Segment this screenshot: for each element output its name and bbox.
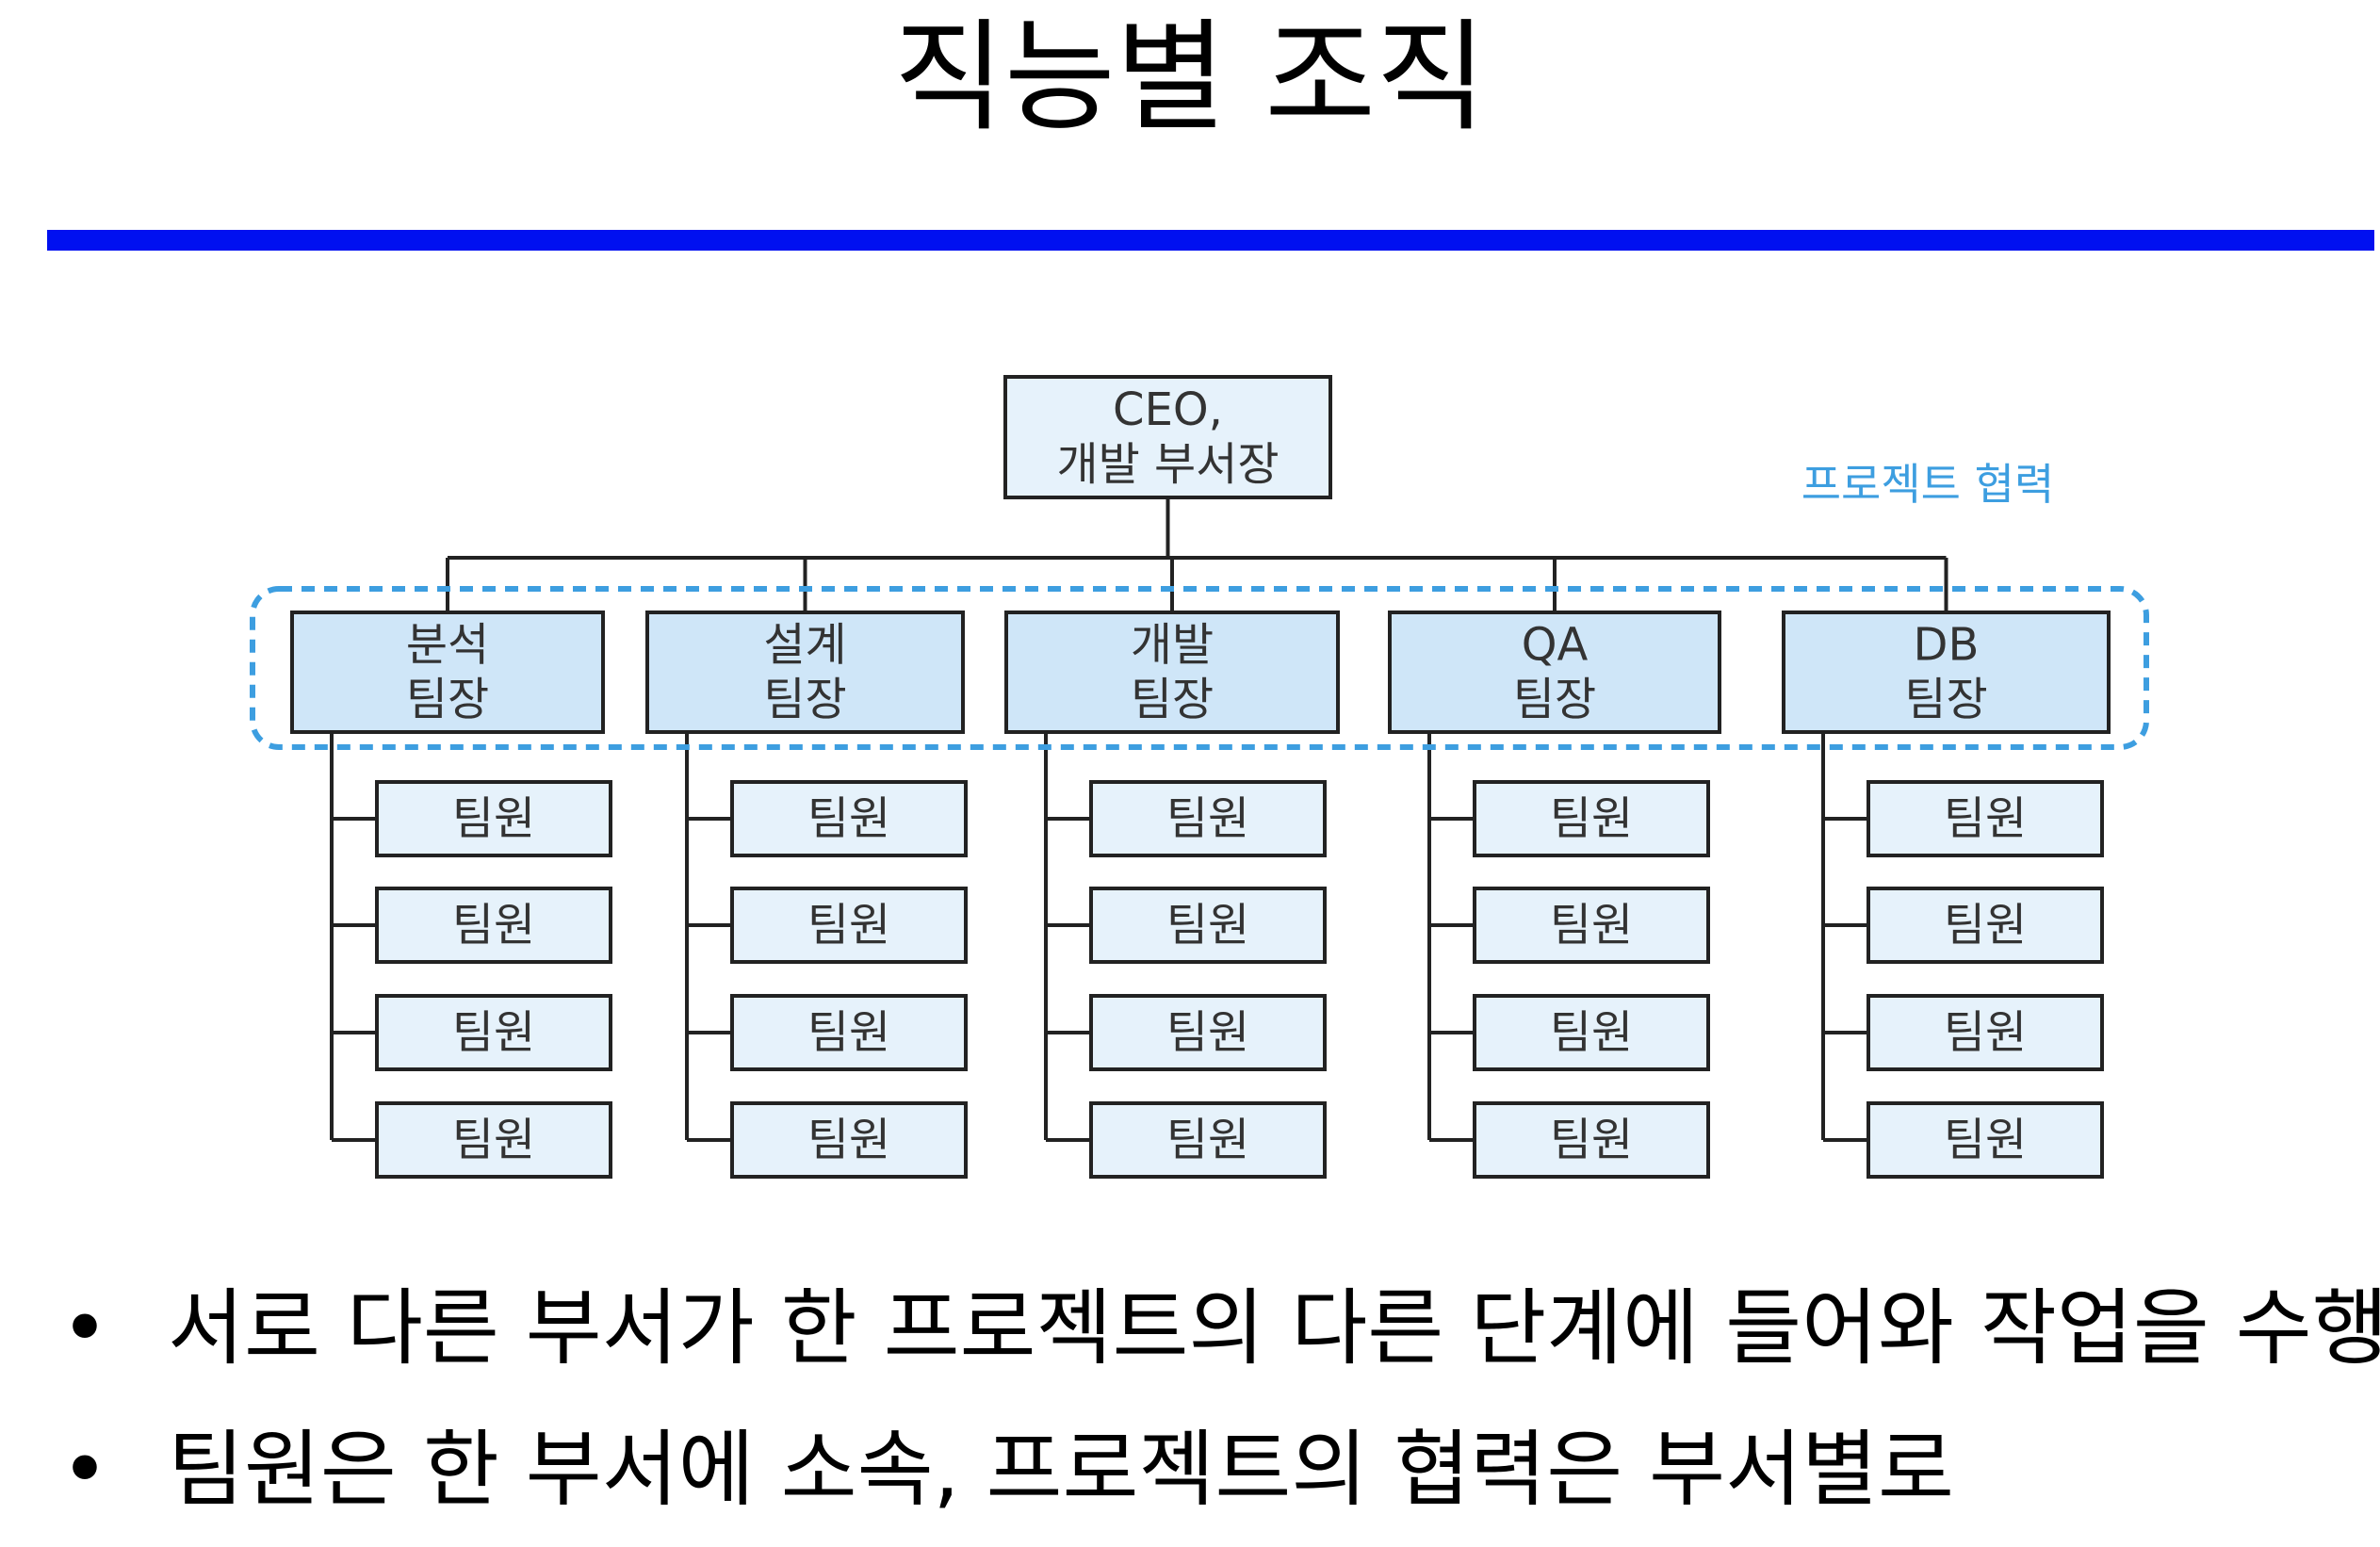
member-box-label: 팀원	[1550, 792, 1633, 845]
org-boxes: CEO,개발 부서장팀원팀원팀원팀원팀원팀원팀원팀원팀원팀원팀원팀원팀원팀원팀원…	[290, 375, 2111, 1179]
bullet-text: 서로 다른 부서가 한 프로젝트의 다른 단계에 들어와 작업을 수행	[168, 1279, 2380, 1376]
team-leader-box-shape	[1388, 611, 1721, 734]
member-box: 팀원	[1089, 994, 1327, 1071]
member-box-label: 팀원	[452, 899, 535, 952]
member-box: 팀원	[1867, 780, 2104, 857]
ceo-box-label: CEO,	[1113, 383, 1223, 436]
member-box-label: 팀원	[807, 1114, 890, 1166]
team-leader-box-label: 설계	[763, 619, 846, 672]
team-leader-box-shape	[645, 611, 965, 734]
member-box-shape	[1089, 994, 1327, 1071]
member-box-label: 팀원	[807, 1006, 890, 1059]
member-box-shape	[1473, 780, 1710, 857]
member-box-shape	[375, 780, 612, 857]
team-leader-box-label: 개발	[1131, 619, 1214, 672]
team-leader-box-label: QA	[1522, 619, 1589, 672]
member-box: 팀원	[730, 780, 968, 857]
project-collaboration-label: 프로젝트 협력	[1801, 459, 2055, 510]
title-divider	[47, 230, 2374, 251]
member-box-label: 팀원	[1944, 792, 2027, 845]
member-box: 팀원	[1089, 780, 1327, 857]
member-box-shape	[1867, 780, 2104, 857]
member-box-label: 팀원	[1550, 1006, 1633, 1059]
member-box: 팀원	[1473, 887, 1710, 964]
member-box-label: 팀원	[1944, 1006, 2027, 1059]
member-box-shape	[1089, 887, 1327, 964]
member-box-label: 팀원	[1166, 1006, 1249, 1059]
team-leader-box-label: 팀장	[1904, 674, 1987, 726]
member-box-label: 팀원	[1166, 899, 1249, 952]
bullet-item: • 팀원은 한 부서에 소속, 프로젝트의 협력은 부서별로	[57, 1399, 2380, 1540]
member-box-label: 팀원	[452, 1006, 535, 1059]
member-box: 팀원	[730, 994, 968, 1071]
bullet-dot: •	[60, 1421, 109, 1518]
bullet-dot: •	[60, 1279, 109, 1376]
member-box-label: 팀원	[1944, 1114, 2027, 1166]
member-box-shape	[1473, 887, 1710, 964]
member-box-shape	[1089, 1101, 1327, 1179]
member-box: 팀원	[1867, 1101, 2104, 1179]
ceo-box: CEO,개발 부서장	[1003, 375, 1332, 499]
member-box-label: 팀원	[1166, 792, 1249, 845]
member-box-shape	[730, 1101, 968, 1179]
connector-lines	[330, 497, 1948, 1142]
member-box: 팀원	[375, 780, 612, 857]
ceo-box-label: 개발 부서장	[1056, 438, 1279, 491]
team-leader-box-label: 팀장	[1513, 674, 1596, 726]
bullet-list: • 서로 다른 부서가 한 프로젝트의 다른 단계에 들어와 작업을 수행 • …	[57, 1258, 2380, 1540]
member-box-shape	[1867, 887, 2104, 964]
team-leader-box-label: 팀장	[406, 674, 489, 726]
team-leader-box-shape	[1004, 611, 1340, 734]
member-box-label: 팀원	[1944, 899, 2027, 952]
member-box-label: 팀원	[452, 1114, 535, 1166]
team-leader-box-label: 팀장	[1131, 674, 1214, 726]
member-box-shape	[730, 994, 968, 1071]
team-leader-box-label: DB	[1914, 619, 1980, 672]
project-collaboration-frame	[250, 586, 2149, 750]
member-box: 팀원	[1473, 1101, 1710, 1179]
member-box-shape	[1089, 780, 1327, 857]
team-leader-box-label: 팀장	[763, 674, 846, 726]
page-title: 직능별 조직	[893, 8, 1487, 148]
member-box: 팀원	[1473, 994, 1710, 1071]
member-box-label: 팀원	[807, 899, 890, 952]
member-box-label: 팀원	[807, 792, 890, 845]
ceo-box-shape	[1003, 375, 1332, 499]
member-box-label: 팀원	[1550, 1114, 1633, 1166]
member-box-label: 팀원	[1550, 899, 1633, 952]
member-box-shape	[1473, 1101, 1710, 1179]
member-box: 팀원	[1089, 887, 1327, 964]
member-box: 팀원	[730, 887, 968, 964]
member-box: 팀원	[1867, 994, 2104, 1071]
member-box-shape	[730, 887, 968, 964]
bullet-item: • 서로 다른 부서가 한 프로젝트의 다른 단계에 들어와 작업을 수행	[57, 1258, 2380, 1399]
member-box: 팀원	[1867, 887, 2104, 964]
member-box: 팀원	[1089, 1101, 1327, 1179]
member-box: 팀원	[375, 887, 612, 964]
member-box-label: 팀원	[1166, 1114, 1249, 1166]
member-box-shape	[375, 994, 612, 1071]
member-box-shape	[375, 887, 612, 964]
member-box: 팀원	[730, 1101, 968, 1179]
member-box-label: 팀원	[452, 792, 535, 845]
member-box-shape	[1867, 1101, 2104, 1179]
member-box-shape	[730, 780, 968, 857]
team-leader-box-shape	[1782, 611, 2111, 734]
member-box-shape	[1473, 994, 1710, 1071]
member-box: 팀원	[1473, 780, 1710, 857]
bullet-text: 팀원은 한 부서에 소속, 프로젝트의 협력은 부서별로	[168, 1421, 1954, 1518]
member-box-shape	[1867, 994, 2104, 1071]
member-box: 팀원	[375, 1101, 612, 1179]
team-leader-box-shape	[290, 611, 605, 734]
member-box: 팀원	[375, 994, 612, 1071]
member-box-shape	[375, 1101, 612, 1179]
team-leader-box-label: 분석	[406, 619, 489, 672]
